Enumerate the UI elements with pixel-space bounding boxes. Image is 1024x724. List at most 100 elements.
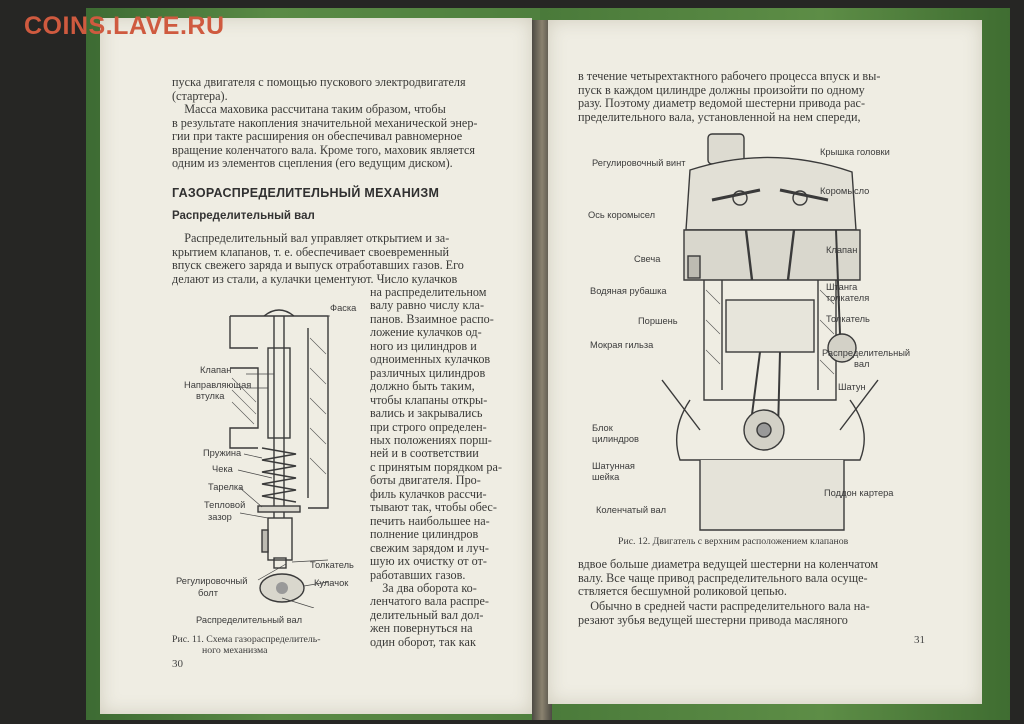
text-line: работавших газов. xyxy=(370,567,466,582)
text-line: (стартера). xyxy=(172,88,228,103)
text-line: разу. Поэтому диаметр ведомой шестерни п… xyxy=(578,96,866,111)
text-line: в течение четырехтактного рабочего проце… xyxy=(578,69,881,83)
label-piston: Поршень xyxy=(638,316,678,326)
label-guide-2: втулка xyxy=(196,391,225,401)
text-line: при строго определен- xyxy=(370,419,487,434)
text-line: один оборот, так как xyxy=(370,634,476,649)
text-line: ных положениях порш- xyxy=(370,432,492,447)
section-heading: ГАЗОРАСПРЕДЕЛИТЕЛЬНЫЙ МЕХАНИЗМ xyxy=(172,186,440,200)
text-line: печить наибольшее на- xyxy=(370,513,490,528)
label-valve: Клапан xyxy=(826,245,858,255)
text-line: чтобы клапаны откры- xyxy=(370,392,488,407)
label-water-jacket: Водяная рубашка xyxy=(590,286,667,296)
text-line: шую их очистку от от- xyxy=(370,554,487,569)
text-line: полнение цилиндров xyxy=(370,527,479,542)
label-valve: Клапан xyxy=(200,365,232,375)
text-line: тывают так, чтобы обес- xyxy=(370,500,497,515)
text-line: крытием клапанов, т. е. обеспечивает сво… xyxy=(172,244,450,259)
text-line: пуска двигателя с помощью пускового элек… xyxy=(172,75,466,89)
text-line: гии при такте расширения он обеспечивал … xyxy=(172,129,463,144)
text-line: валу. Все чаще привод распределительного… xyxy=(578,570,868,585)
text-line: валу равно числу кла- xyxy=(370,298,485,313)
label-guide-1: Направляющая xyxy=(184,380,252,390)
label-rod-journal-1: Шатунная xyxy=(592,461,635,471)
label-adjust-bolt-1: Регулировочный xyxy=(176,576,248,586)
valve-mechanism-drawing xyxy=(229,309,330,608)
text-line: вдвое больше диаметра ведущей шестерни н… xyxy=(578,557,879,571)
right-bottom-paragraph-2: Обычно в средней части распределительног… xyxy=(578,599,958,627)
book-spine xyxy=(532,20,552,720)
text-line: одноименных кулачков xyxy=(370,352,491,367)
label-spark-plug: Свеча xyxy=(634,254,661,264)
flywheel-paragraph: Масса маховика рассчитана таким образом,… xyxy=(172,102,518,171)
label-oil-sump: Поддон картера xyxy=(824,488,894,498)
label-head-cover: Крышка головки xyxy=(820,147,890,157)
right-page: в течение четырехтактного рабочего проце… xyxy=(548,20,982,704)
text-line: свежим зарядом и луч- xyxy=(370,540,489,555)
page-number-right: 31 xyxy=(914,634,925,646)
label-wet-sleeve: Мокрая гильза xyxy=(590,340,654,350)
text-line: ствляется бесшумной роликовой цепью. xyxy=(578,584,787,599)
subsection-heading: Распределительный вал xyxy=(172,210,315,222)
text-line: боты двигателя. Про- xyxy=(370,473,481,488)
label-plate: Тарелка xyxy=(208,482,244,492)
label-thermal-gap-1: Тепловой xyxy=(204,500,246,510)
label-adjust-bolt-2: болт xyxy=(198,588,218,598)
text-line: ней и в соответствии xyxy=(370,446,479,461)
label-spring: Пружина xyxy=(203,448,242,458)
label-push-rod-1: Штанга xyxy=(826,282,858,292)
label-camshaft-1: Распределительный xyxy=(822,348,911,358)
text-line: одним из элементов сцепления (его ведущи… xyxy=(172,156,453,171)
label-rocker-axis: Ось коромысел xyxy=(588,210,655,220)
figure-11-caption: Рис. 11. Схема газораспределитель- ного … xyxy=(172,634,372,656)
text-line: вались и закрывались xyxy=(370,406,483,421)
page-number-left: 30 xyxy=(172,658,183,670)
caption-line: ного механизма xyxy=(202,645,268,656)
label-pusher: Толкатель xyxy=(310,560,354,570)
text-line: Распределительный вал управляет открытие… xyxy=(184,231,450,245)
camshaft-column-text: на распределительном валу равно числу кл… xyxy=(370,285,522,649)
label-cotter: Чека xyxy=(212,464,233,474)
camshaft-paragraph: Распределительный вал управляет открытие… xyxy=(172,231,518,286)
label-crankshaft: Коленчатый вал xyxy=(596,505,667,515)
figure-12-caption: Рис. 12. Двигатель с верхним расположени… xyxy=(618,536,849,547)
label-rod-journal-2: шейка xyxy=(592,472,620,482)
text-line: делительный вал дол- xyxy=(370,607,484,622)
text-line: на распределительном xyxy=(370,285,487,299)
text-line: впуск свежего заряда и выпуск отработавш… xyxy=(172,258,464,273)
right-top-paragraph: в течение четырехтактного рабочего проце… xyxy=(578,69,958,124)
label-block-2: цилиндров xyxy=(592,434,639,444)
left-page: пуска двигателя с помощью пускового элек… xyxy=(100,18,532,714)
text-line: с принятым порядком ра- xyxy=(370,459,502,474)
text-line: Масса маховика рассчитана таким образом,… xyxy=(184,102,446,116)
label-cam: Кулачок xyxy=(314,578,349,588)
label-camshaft: Распределительный вал xyxy=(196,615,303,625)
label-block-1: Блок xyxy=(592,423,613,433)
text-line: пределительного вала, установленной на н… xyxy=(578,109,861,124)
label-pusher: Толкатель xyxy=(826,314,870,324)
text-line: панов. Взаимное распо- xyxy=(370,311,494,326)
text-line: различных цилиндров xyxy=(370,365,486,380)
label-camshaft-2: вал xyxy=(854,359,870,369)
right-bottom-paragraph-1: вдвое больше диаметра ведущей шестерни н… xyxy=(578,557,958,599)
text-line: делают из стали, а кулачки цементуют. Чи… xyxy=(172,271,458,286)
text-line: должно быть таким, xyxy=(370,379,475,394)
label-adjust-screw: Регулировочный винт xyxy=(592,158,686,168)
intro-paragraph: пуска двигателя с помощью пускового элек… xyxy=(172,75,518,103)
text-line: резают зубья ведущей шестерни привода ма… xyxy=(578,612,848,627)
text-line: вращение коленчатого вала. Кроме того, м… xyxy=(172,142,476,157)
text-line: филь кулачков рассчи- xyxy=(370,486,487,501)
text-line: ложение кулачков од- xyxy=(370,325,482,340)
text-line: в результате накопления значительной мех… xyxy=(172,115,478,130)
text-line: пуск в каждом цилиндре должны произойти … xyxy=(578,82,865,97)
text-line: ного из цилиндров и xyxy=(370,338,477,353)
label-thermal-gap-2: зазор xyxy=(208,512,232,522)
caption-line: Рис. 11. Схема газораспределитель- xyxy=(172,634,321,645)
watermark-text: COINS.LAVE.RU xyxy=(24,12,225,40)
label-chamfer: Фаска xyxy=(330,303,357,313)
engine-cross-section-drawing xyxy=(661,133,879,531)
label-conrod: Шатун xyxy=(838,382,866,392)
label-rocker: Коромысло xyxy=(820,186,870,196)
text-line: ленчатого вала распре- xyxy=(370,594,489,609)
label-push-rod-2: толкателя xyxy=(826,293,870,303)
